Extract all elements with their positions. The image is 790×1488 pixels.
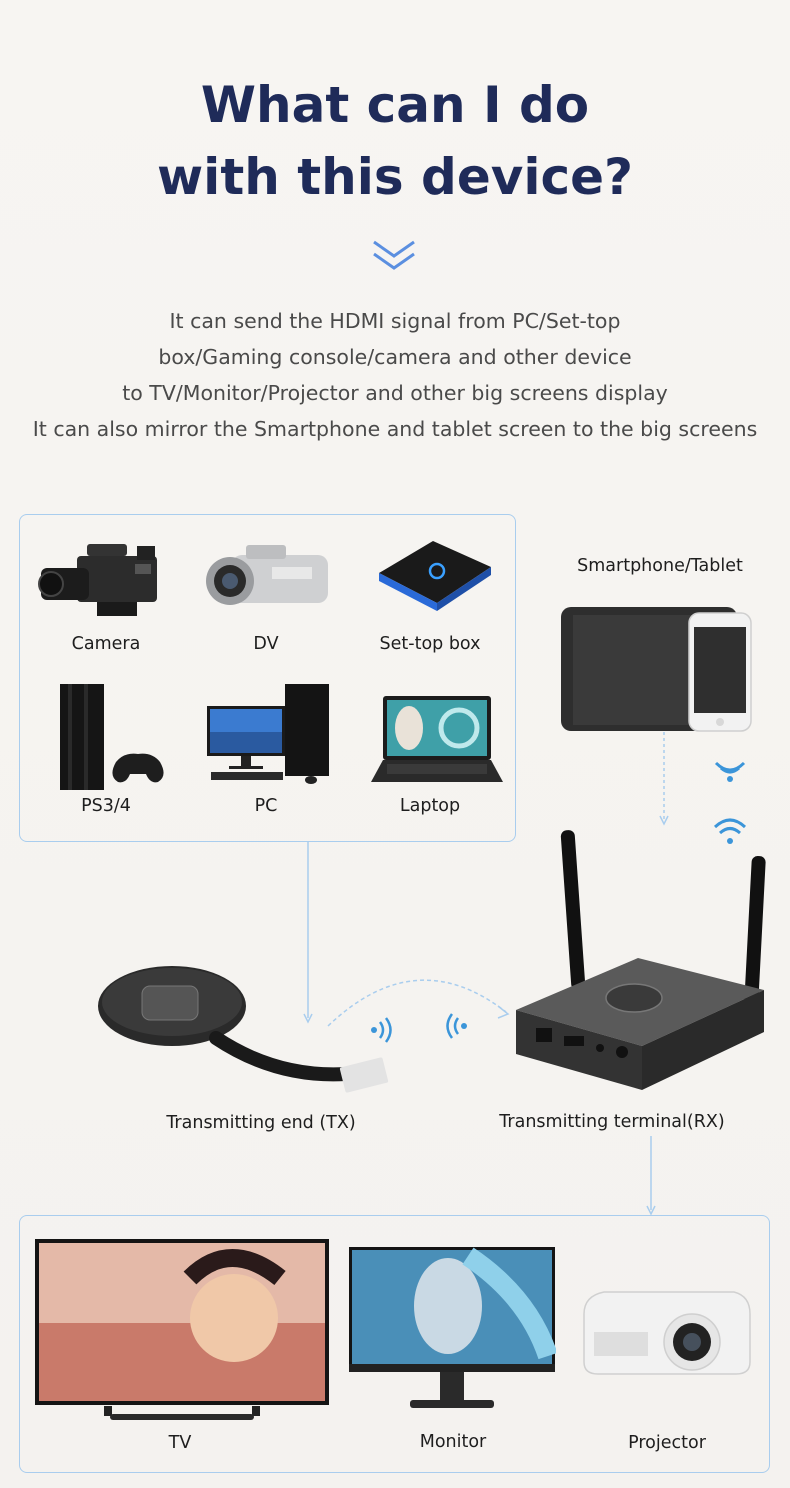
page-title-line-2: with this device?: [156, 148, 634, 206]
wireless-arc: [326, 966, 516, 1036]
sources-panel: [19, 514, 516, 842]
game-console-illustration: [58, 682, 174, 794]
source-label-laptop: Laptop: [399, 796, 461, 816]
page-title-line-1: What can I do: [200, 76, 590, 134]
source-label-camera: Camera: [71, 634, 141, 654]
dv-camcorder-illustration: [202, 545, 332, 617]
displays-panel: [19, 1215, 770, 1473]
monitor-illustration: [348, 1246, 556, 1426]
description-line-1: It can send the HDMI signal from PC/Set-…: [169, 309, 621, 333]
set-top-box-illustration: [375, 537, 495, 613]
transmitter-dongle-illustration: [96, 964, 396, 1104]
source-label-set-top-box: Set-top box: [379, 634, 481, 654]
double-chevron-down-icon: [371, 238, 417, 274]
transmitter-label: Transmitting end (TX): [166, 1113, 356, 1133]
pc-illustration: [205, 682, 333, 786]
description-line-3: to TV/Monitor/Projector and other big sc…: [122, 381, 668, 405]
connector-mobile-to-receiver: [658, 732, 670, 828]
tablet-phone-illustration: [559, 605, 755, 733]
display-label-tv: TV: [168, 1433, 192, 1453]
camera-illustration: [37, 542, 165, 622]
source-label-ps3-4: PS3/4: [81, 796, 131, 816]
source-label-dv: DV: [253, 634, 279, 654]
display-label-monitor: Monitor: [419, 1432, 487, 1452]
mobile-label: Smartphone/Tablet: [577, 556, 743, 576]
signal-in-icon: [438, 1010, 470, 1042]
description-line-2: box/Gaming console/camera and other devi…: [158, 345, 632, 369]
connector-sources-to-transmitter: [302, 842, 314, 1026]
wifi-receive-icon: [713, 757, 747, 785]
tv-illustration: [34, 1238, 330, 1424]
connector-receiver-to-displays: [645, 1136, 657, 1216]
projector-illustration: [578, 1284, 756, 1384]
receiver-label: Transmitting terminal(RX): [499, 1112, 725, 1132]
signal-out-icon: [368, 1014, 400, 1046]
display-label-projector: Projector: [628, 1433, 706, 1453]
wifi-icon: [712, 815, 748, 847]
description-line-4: It can also mirror the Smartphone and ta…: [32, 417, 758, 441]
laptop-illustration: [367, 692, 507, 788]
receiver-box-illustration: [508, 826, 772, 1096]
source-label-pc: PC: [254, 796, 278, 816]
